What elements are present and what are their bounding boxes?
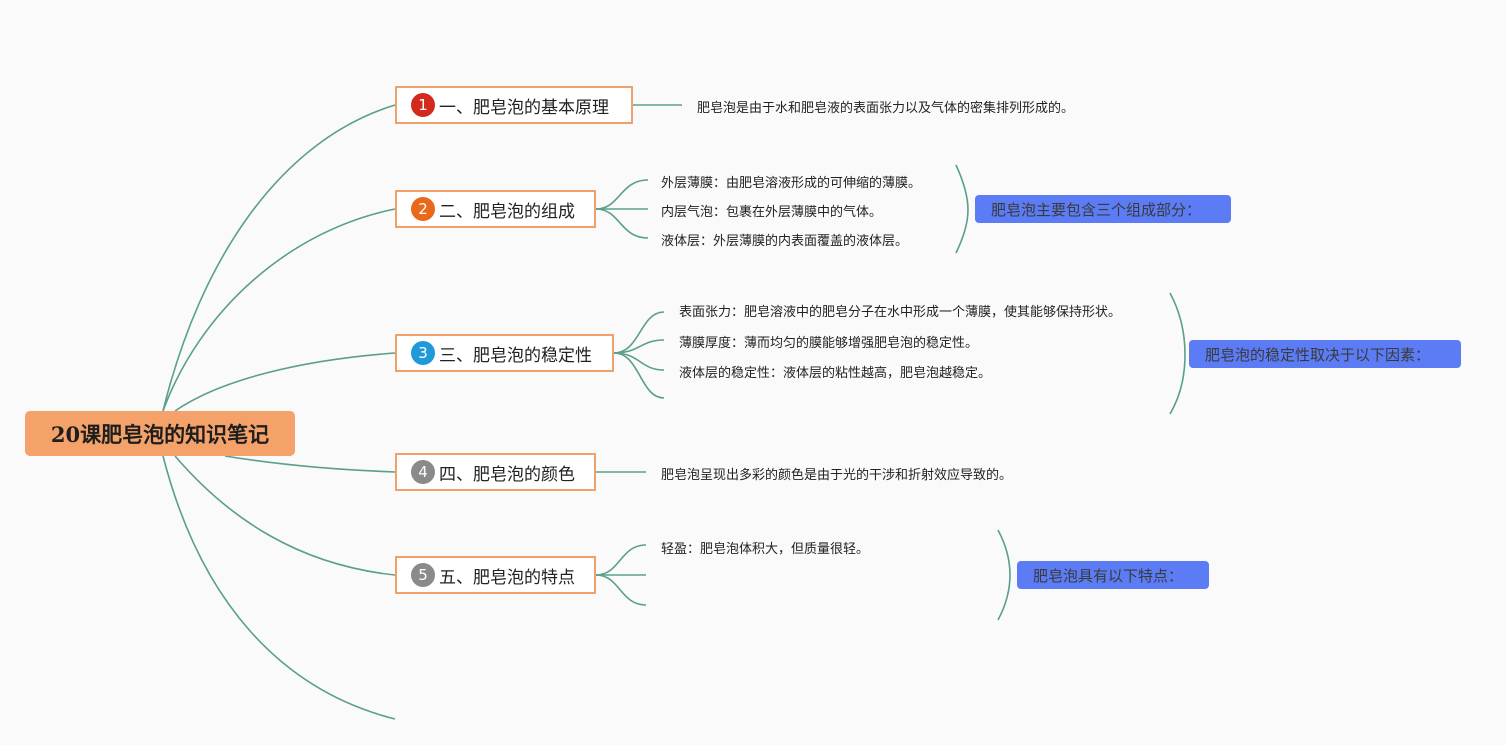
number-3-icon: 3 (411, 341, 435, 365)
topic-3[interactable]: 3 三、肥皂泡的稳定性 (395, 334, 614, 372)
topic-2-detail-1[interactable]: 外层薄膜：由肥皂溶液形成的可伸缩的薄膜。 (661, 176, 922, 191)
link-root-topic-3 (174, 352, 396, 412)
topic-5-detail-1[interactable]: 轻盈：肥皂泡体积大，但质量很轻。 (661, 542, 870, 557)
topic-3-detail-2[interactable]: 薄膜厚度：薄而均匀的膜能够增强肥皂泡的稳定性。 (679, 336, 979, 351)
topic-4[interactable]: 4 四、肥皂泡的颜色 (395, 453, 596, 491)
brace-topic-2 (955, 164, 969, 254)
topic-1[interactable]: 1 一、肥皂泡的基本原理 (395, 86, 633, 124)
topic-2[interactable]: 2 二、肥皂泡的组成 (395, 190, 596, 228)
topic-2-summary-text: 肥皂泡主要包含三个组成部分： (991, 200, 1202, 219)
topic-5[interactable]: 5 五、肥皂泡的特点 (395, 556, 596, 594)
link-topic-2-detail-3 (595, 208, 649, 239)
topic-4-title: 四、肥皂泡的颜色 (439, 464, 575, 485)
brace-topic-5 (997, 529, 1011, 621)
topic-2-detail-3[interactable]: 液体层：外层薄膜的内表面覆盖的液体层。 (661, 234, 909, 249)
topic-3-summary[interactable]: 肥皂泡的稳定性取决于以下因素： (1189, 340, 1461, 368)
number-4-icon: 4 (411, 460, 435, 484)
topic-3-detail-3[interactable]: 液体层的稳定性：液体层的粘性越高，肥皂泡越稳定。 (679, 366, 992, 381)
root-topic[interactable]: 20课肥皂泡的知识笔记 (25, 411, 295, 456)
topic-5-title: 五、肥皂泡的特点 (439, 567, 575, 588)
topic-2-detail-2[interactable]: 内层气泡：包裹在外层薄膜中的气体。 (661, 205, 883, 220)
link-root-topic-5 (174, 455, 396, 576)
brace-topic-3 (1169, 292, 1186, 415)
link-topic-5-detail-3 (595, 574, 647, 606)
link-topic-3-detail-4 (613, 352, 665, 399)
topic-3-title: 三、肥皂泡的稳定性 (439, 345, 592, 366)
topic-1-title: 一、肥皂泡的基本原理 (439, 97, 609, 118)
number-2-icon: 2 (411, 197, 435, 221)
topic-1-detail-1[interactable]: 肥皂泡是由于水和肥皂液的表面张力以及气体的密集排列形成的。 (697, 101, 1075, 116)
link-root-topic-1 (162, 104, 396, 412)
link-root-topic-2 (162, 208, 396, 412)
link-root-topic-4 (224, 455, 396, 473)
link-topic-2-detail-1 (595, 179, 649, 210)
topic-5-summary[interactable]: 肥皂泡具有以下特点： (1017, 561, 1209, 589)
root-title: 20课肥皂泡的知识笔记 (50, 421, 270, 447)
number-5-icon: 5 (411, 563, 435, 587)
topic-4-detail-1[interactable]: 肥皂泡呈现出多彩的颜色是由于光的干涉和折射效应导致的。 (661, 468, 1013, 483)
number-1-icon: 1 (411, 93, 435, 117)
link-topic-5-detail-1 (595, 544, 647, 576)
topic-2-summary[interactable]: 肥皂泡主要包含三个组成部分： (975, 195, 1231, 223)
topic-3-summary-text: 肥皂泡的稳定性取决于以下因素： (1205, 345, 1431, 364)
link-root-empty (162, 455, 396, 720)
link-topic-3-detail-3 (613, 352, 665, 371)
topic-3-detail-1[interactable]: 表面张力：肥皂溶液中的肥皂分子在水中形成一个薄膜，使其能够保持形状。 (679, 305, 1122, 320)
topic-2-title: 二、肥皂泡的组成 (439, 201, 575, 222)
topic-5-summary-text: 肥皂泡具有以下特点： (1033, 566, 1184, 585)
